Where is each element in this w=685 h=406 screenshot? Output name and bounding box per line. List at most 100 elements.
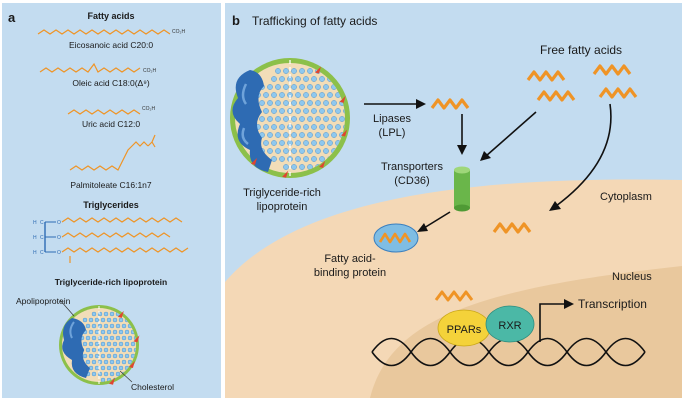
panel-b: b Trafficking of fatty acids Triglycerid… <box>225 3 682 398</box>
triglyceride-droplet <box>279 156 285 162</box>
triglyceride-droplet <box>124 329 130 335</box>
triglyceride-droplet <box>82 353 88 359</box>
triglyceride-droplet <box>295 140 301 146</box>
triglyceride-droplet <box>295 108 301 114</box>
triglyceride-droplet <box>283 164 289 170</box>
eicosanoic-acid-label: Eicosanoic acid C20:0 <box>69 40 153 50</box>
cd36-transporter <box>454 166 470 212</box>
ppar-ligand-fatty-acid <box>434 290 474 302</box>
panel-a-letter: a <box>8 10 16 25</box>
free-fatty-acid <box>536 90 576 102</box>
free-fatty-acid <box>598 87 638 99</box>
tg-o-atom: O <box>57 250 61 256</box>
triglyceride-droplet <box>106 317 112 323</box>
fatty-acid-after-lipase <box>430 98 470 110</box>
triglyceride-droplet <box>327 92 333 98</box>
triglyceride-droplet <box>311 108 317 114</box>
triglyceride-droplet <box>267 116 273 122</box>
triglyceride-droplet <box>91 371 97 377</box>
triglyceride-droplet <box>94 329 100 335</box>
arrow-to-fabp <box>423 211 451 229</box>
triglyceride-droplet <box>124 341 130 347</box>
triglyceride-droplet <box>283 68 289 74</box>
triglyceride-droplet <box>112 329 118 335</box>
triglyceride-droplet <box>303 124 309 130</box>
cholesterol-mark <box>315 66 321 74</box>
triglyceride-droplet <box>327 108 333 114</box>
triglyceride-droplet <box>279 108 285 114</box>
oleic-carboxyl: CO₂H <box>143 68 156 74</box>
tg-c-atom: C <box>40 250 44 256</box>
triglyceride-droplet <box>299 68 305 74</box>
triglyceride-droplet <box>100 317 106 323</box>
triglyceride-droplet <box>91 323 97 329</box>
triglyceride-droplet <box>315 116 321 122</box>
triglyceride-droplet <box>319 140 325 146</box>
triglyceride-droplet <box>106 365 112 371</box>
triglyceride-droplet <box>283 100 289 106</box>
triglyceride-droplet <box>112 341 118 347</box>
triglyceride-droplet <box>259 116 265 122</box>
triglyceride-droplet <box>323 100 329 106</box>
triglyceride-droplet <box>94 365 100 371</box>
triglyceride-droplet <box>319 156 325 162</box>
triglyceride-droplet <box>327 124 333 130</box>
cytoplasmic-fatty-acid <box>492 222 532 234</box>
triglyceride-droplet <box>263 108 269 114</box>
tg-h-atom: H <box>33 235 37 241</box>
cholesterol-mark <box>128 361 135 368</box>
triglyceride-droplet <box>323 132 329 138</box>
small-apolipoprotein <box>62 318 90 378</box>
triglyceride-droplet <box>118 317 124 323</box>
cytoplasm-label: Cytoplasm <box>600 191 652 203</box>
small-cholesterol-marks <box>108 310 140 385</box>
fatty-acids-heading: Fatty acids <box>87 11 134 21</box>
triglyceride-droplet <box>295 124 301 130</box>
triglyceride-droplet <box>121 335 127 341</box>
triglyceride-droplet <box>331 132 337 138</box>
triglyceride-droplet <box>271 108 277 114</box>
triglyceride-droplet <box>103 371 109 377</box>
triglyceride-droplet <box>303 108 309 114</box>
triglyceride-droplet <box>115 335 121 341</box>
tg-h-atom: H <box>33 220 37 226</box>
panel-a: a Fatty acids CO₂H Eicosanoic acid C20:0… <box>2 3 221 398</box>
triglyceride-droplet <box>267 84 273 90</box>
transcription-label: Transcription <box>578 297 647 311</box>
triglyceride-droplet <box>323 116 329 122</box>
triglyceride-droplet <box>291 116 297 122</box>
triglyceride-droplet <box>295 156 301 162</box>
triglyceride-droplet <box>112 353 118 359</box>
triglyceride-droplet <box>85 323 91 329</box>
cholesterol-mark <box>339 95 346 103</box>
triglyceride-droplet <box>103 335 109 341</box>
triglyceride-droplet <box>121 347 127 353</box>
triglyceride-droplet <box>112 317 118 323</box>
triglyceride-droplet <box>106 353 112 359</box>
triglyceride-droplet <box>109 335 115 341</box>
triglyceride-droplet <box>121 359 127 365</box>
triglyceride-droplet <box>291 84 297 90</box>
triglyceride-droplet <box>319 76 325 82</box>
triglyceride-droplet <box>327 140 333 146</box>
triglyceride-droplet <box>279 140 285 146</box>
triglyceride-droplet <box>315 100 321 106</box>
transporters-label-line2: (CD36) <box>394 175 429 187</box>
triglyceride-droplet <box>291 68 297 74</box>
triglyceride-droplet <box>267 132 273 138</box>
triglyceride-droplet <box>283 148 289 154</box>
triglyceride-structure: H C H C H C O O O <box>33 217 189 263</box>
triglyceride-droplet <box>307 116 313 122</box>
lipases-label-line2: (LPL) <box>379 127 406 139</box>
triglyceride-droplet <box>109 359 115 365</box>
triglyceride-droplet <box>303 76 309 82</box>
uric-acid-label: Uric acid C12:0 <box>82 119 140 129</box>
triglyceride-droplet <box>295 92 301 98</box>
triglyceride-droplet <box>88 329 94 335</box>
triglyceride-droplet <box>85 347 91 353</box>
fabp-label-line1: Fatty acid- <box>324 253 376 265</box>
triglyceride-droplet <box>315 84 321 90</box>
uric-carboxyl: CO₂H <box>142 106 155 112</box>
triglyceride-droplet <box>275 148 281 154</box>
